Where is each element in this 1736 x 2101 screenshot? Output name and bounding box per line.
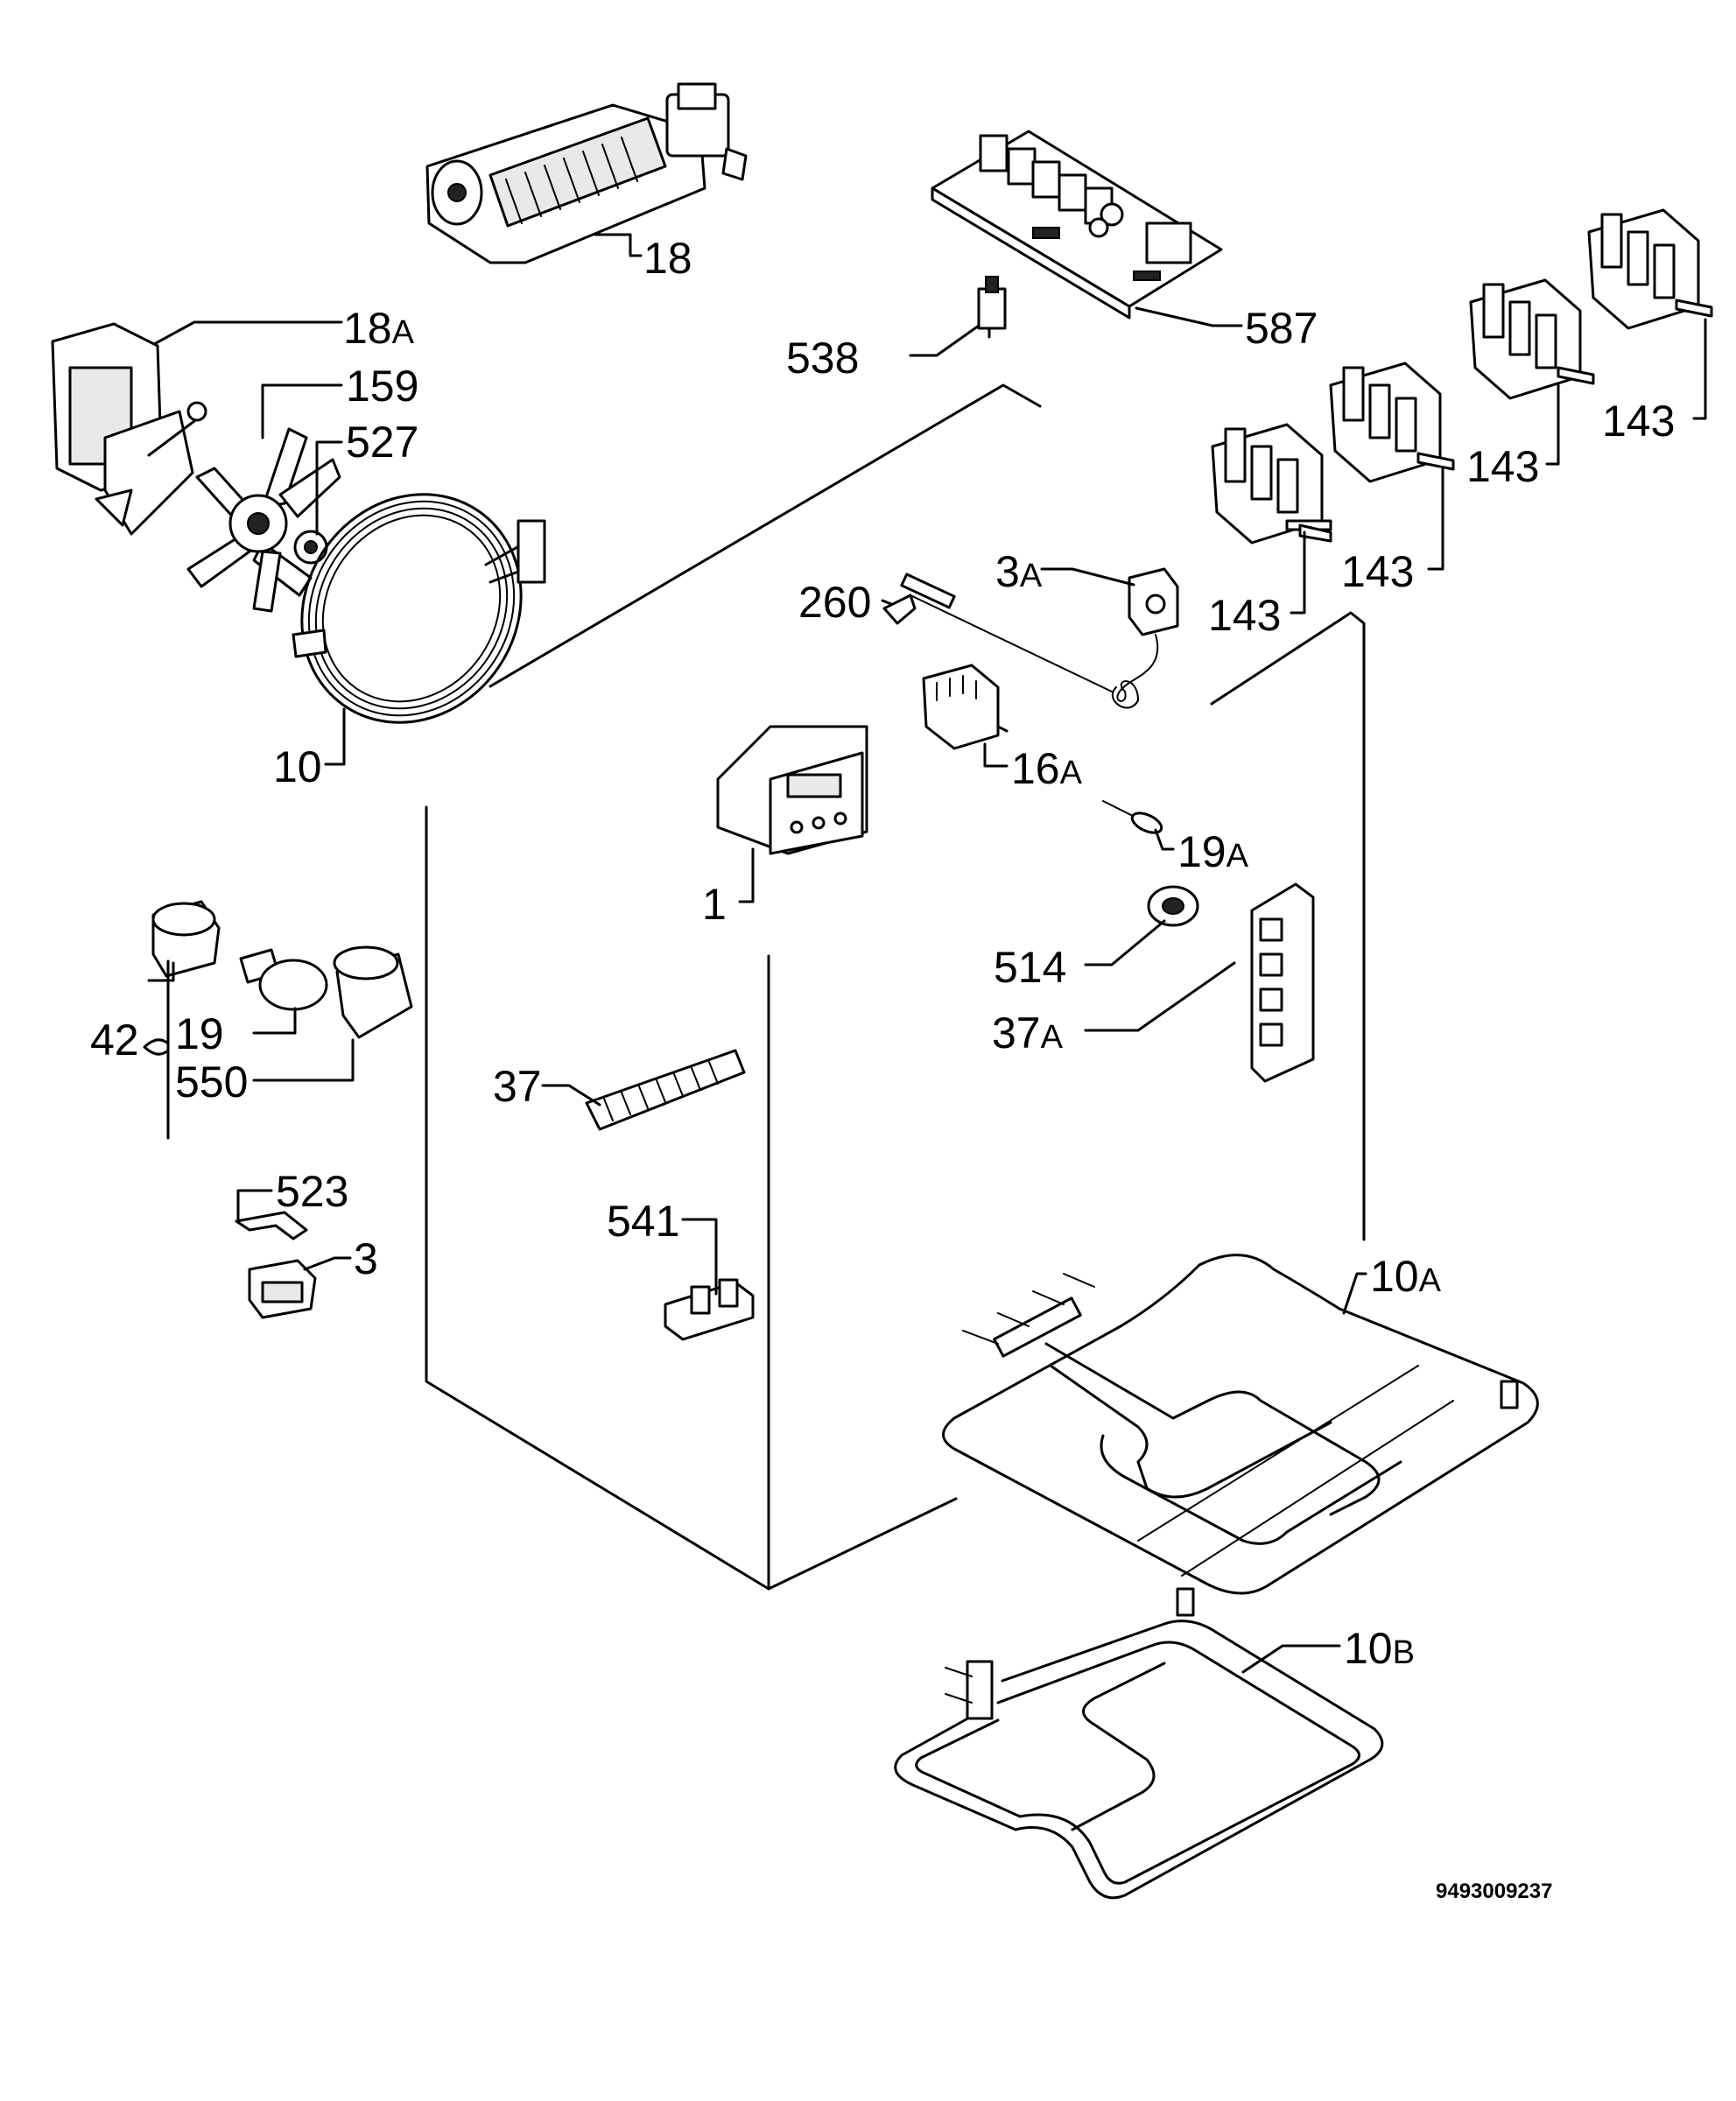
lamp-bulb-part	[239, 948, 328, 1011]
callout-143-2: 143	[1341, 547, 1414, 596]
switch-block-part	[922, 664, 1009, 750]
lamp-holder-part	[151, 900, 221, 978]
sensor-clip-part	[882, 594, 917, 625]
grill-element-part	[942, 1254, 1539, 1617]
callout-16a: 16A	[1011, 744, 1083, 793]
callout-514: 514	[994, 943, 1066, 992]
callout-3a: 3A	[995, 547, 1043, 596]
grommet-part	[1147, 885, 1199, 927]
leader-lines	[143, 233, 1707, 1674]
callout-538: 538	[786, 334, 859, 383]
callout-42: 42	[90, 1015, 139, 1065]
lamp-cover-part	[333, 945, 413, 1039]
selector-switch-part-1	[1211, 423, 1332, 545]
callout-3: 3	[354, 1234, 378, 1283]
callout-1: 1	[702, 880, 727, 929]
callout-143-3: 143	[1466, 442, 1539, 491]
switch-part	[977, 276, 1007, 339]
callout-10b: 10B	[1344, 1624, 1415, 1673]
bottom-element-part	[894, 1620, 1384, 1900]
callout-18a: 18A	[343, 304, 415, 353]
callout-19a: 19A	[1177, 827, 1249, 876]
callout-10a: 10A	[1370, 1252, 1442, 1301]
circular-element-part	[292, 493, 546, 724]
diagram-code: 9493009237	[1436, 1880, 1552, 1903]
callout-143-4: 143	[1602, 397, 1675, 446]
connector-bracket-part	[664, 1278, 755, 1341]
callout-10: 10	[273, 742, 322, 791]
callout-18: 18	[643, 234, 692, 283]
callout-labels: 18 18A 159 527 10 587 538 143 143 143 14…	[90, 234, 1675, 1903]
callout-260: 260	[798, 578, 871, 627]
callout-19: 19	[175, 1009, 224, 1058]
callout-159: 159	[346, 362, 418, 411]
terminal-strip-part	[585, 1049, 746, 1131]
callout-37: 37	[493, 1062, 542, 1111]
callout-527: 527	[346, 418, 418, 467]
callout-550: 550	[175, 1058, 248, 1107]
indicator-lamp-part	[1102, 800, 1163, 834]
oven-cavity-outline	[425, 383, 1366, 1591]
callout-143-1: 143	[1208, 591, 1281, 640]
terminal-block-vertical-part	[1250, 882, 1315, 1083]
callout-37a: 37A	[992, 1008, 1064, 1058]
callout-541: 541	[607, 1197, 679, 1246]
fan-blade-part	[186, 427, 341, 613]
tangential-fan-part	[425, 82, 748, 264]
selector-switch-part-4	[1587, 208, 1713, 330]
selector-switch-part-2	[1329, 362, 1455, 483]
fan-motor-part	[51, 322, 207, 536]
callout-587: 587	[1245, 304, 1318, 353]
selector-switch-part-3	[1469, 278, 1595, 400]
callout-523: 523	[276, 1167, 348, 1216]
electronic-timer-part	[716, 725, 868, 855]
clip-part	[235, 1211, 308, 1240]
nut-part	[293, 530, 328, 565]
control-board-part	[931, 130, 1223, 320]
thermostat-part	[900, 567, 1179, 709]
safety-thermostat-part	[248, 1259, 317, 1319]
